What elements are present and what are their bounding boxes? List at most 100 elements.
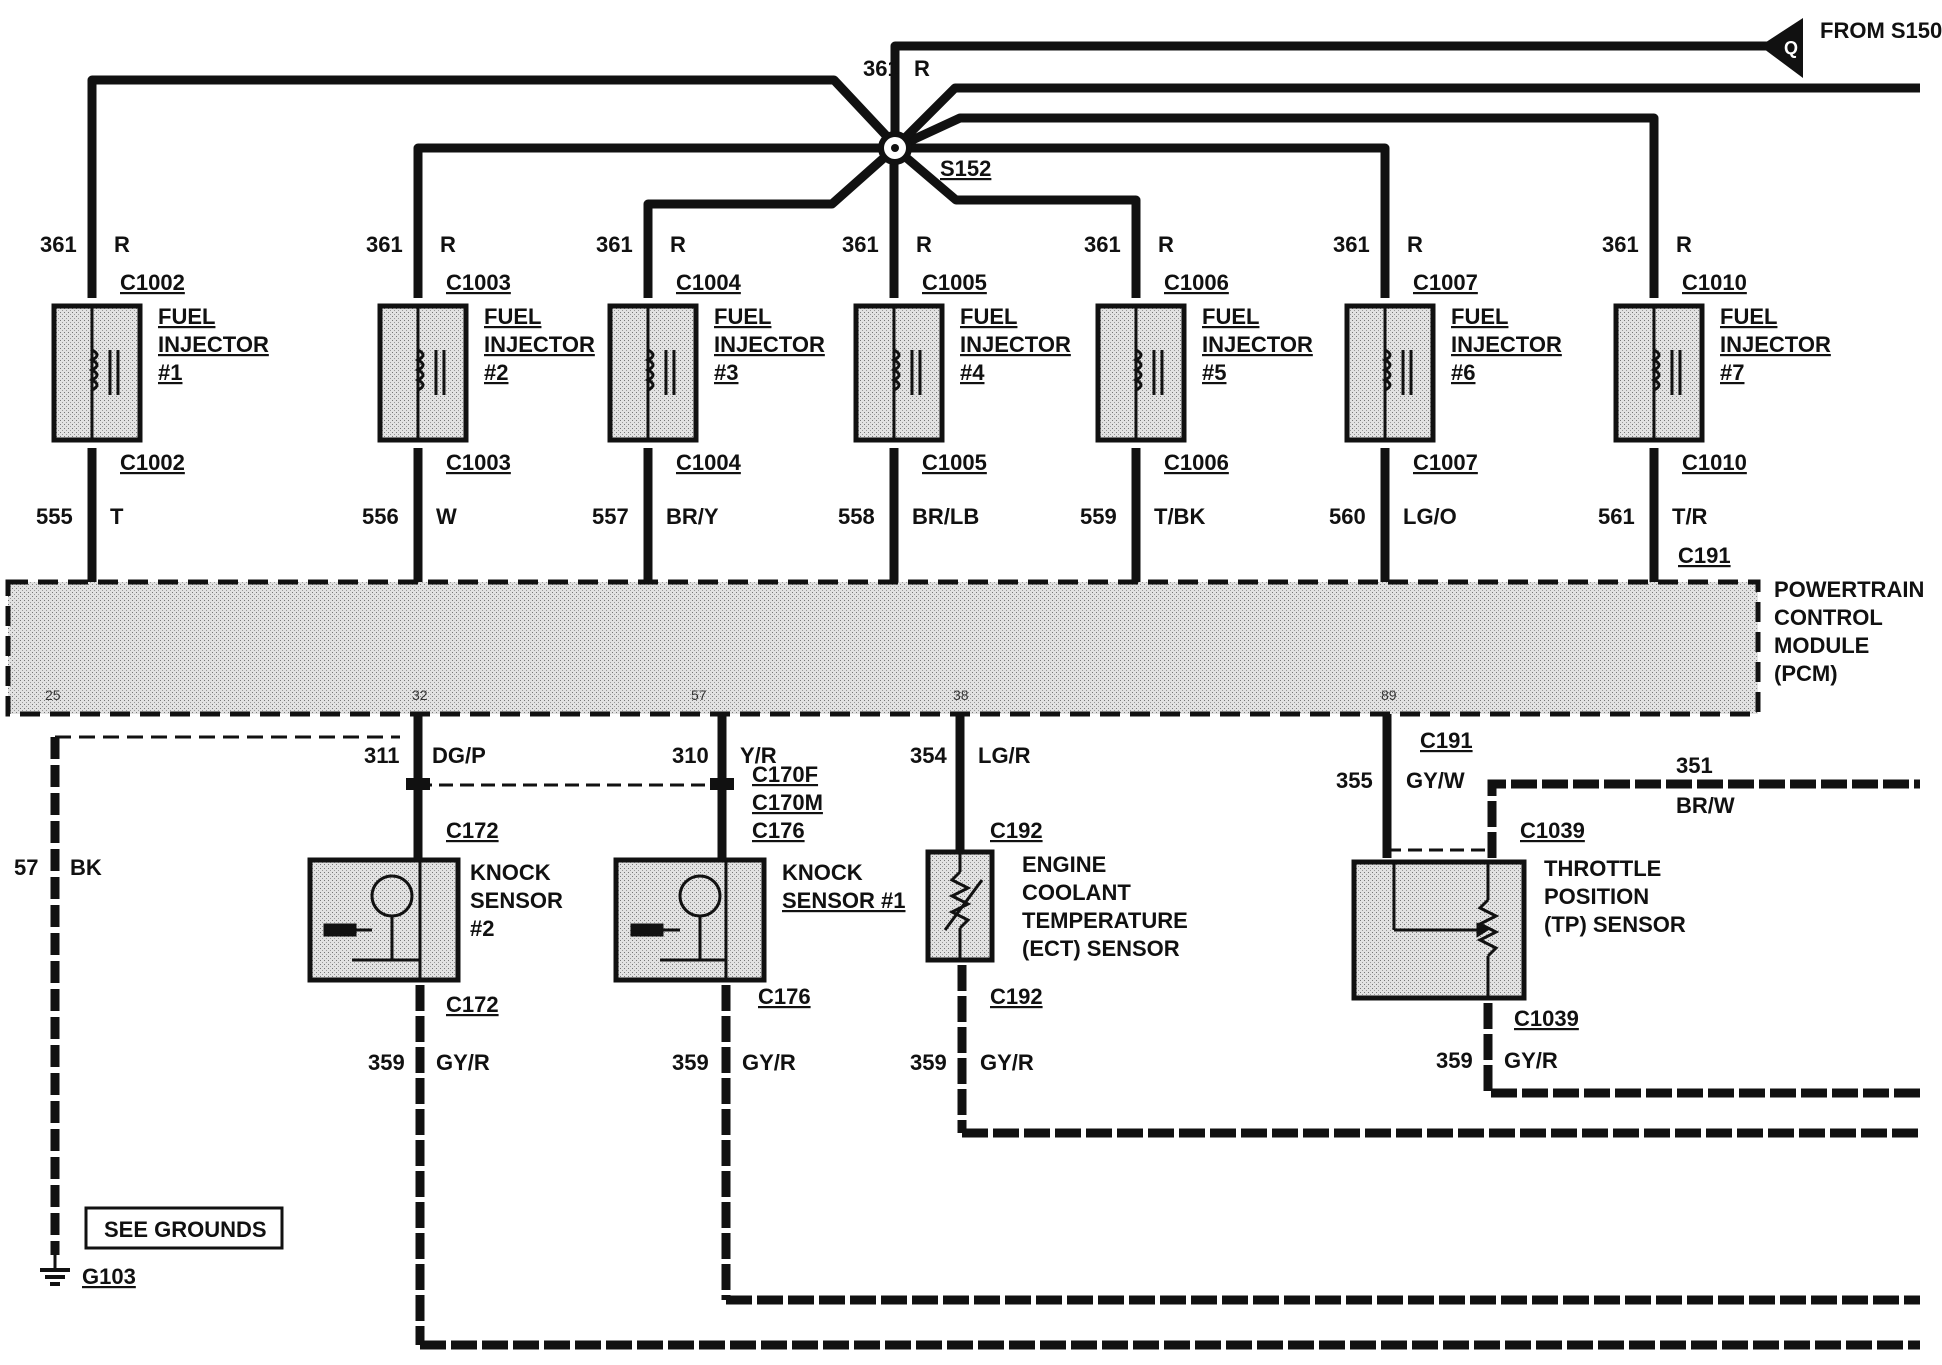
source-connector: Q FROM S150 (1760, 18, 1942, 78)
tp-circuit: 355 (1336, 768, 1373, 793)
knock2-name-3: #2 (470, 916, 494, 941)
ect-color: LG/R (978, 743, 1031, 768)
injector-circuit-in: 361 (596, 232, 633, 257)
injector-number: #4 (960, 360, 985, 385)
knock1-ret-circuit: 359 (672, 1050, 709, 1075)
injector-connector-top: C1007 (1413, 270, 1478, 295)
ect-ret-color: GY/R (980, 1050, 1034, 1075)
knock1-ret-connector: C176 (758, 984, 811, 1009)
injector-number: #5 (1202, 360, 1226, 385)
injector-connector-bottom: C1002 (120, 450, 185, 475)
coil-icon (1132, 348, 1143, 392)
knock2-circuit: 311 (364, 743, 400, 768)
ect-circuit: 354 (910, 743, 947, 768)
see-grounds-box (84, 1206, 284, 1250)
pcm-pin-bottom: 38 (953, 687, 969, 703)
tp-sensor: C191 355 GY/W 351 BR/W C1039 THROTTLE PO… (1336, 714, 1920, 1098)
tp-connector: C1039 (1520, 818, 1585, 843)
tp-ret-color: GY/R (1504, 1048, 1558, 1073)
wire-361-inj3 (643, 144, 898, 298)
injector-color-out: LG/O (1403, 504, 1457, 529)
pcm-name-4: (PCM) (1774, 661, 1838, 686)
injector-circuit-out: 560 (1329, 504, 1366, 529)
injector-connector-top: C1006 (1164, 270, 1229, 295)
injector-circuit-out: 557 (592, 504, 629, 529)
pcm-module: C191 POWERTRAIN CONTROL MODULE (PCM) 25 … (5, 543, 1924, 717)
knock2-ret-color: GY/R (436, 1050, 490, 1075)
feed-wires (87, 41, 1920, 298)
injector-color-in: R (114, 232, 130, 257)
injector-color-in: R (916, 232, 932, 257)
injector-connector-top: C1002 (120, 270, 185, 295)
tp-color: GY/W (1406, 768, 1465, 793)
injector-number: #6 (1451, 360, 1475, 385)
knock1-color: Y/R (740, 743, 777, 768)
coil-icon (88, 348, 99, 392)
knock2-name-1: KNOCK (470, 860, 551, 885)
coil-icon (414, 348, 425, 392)
knock2-color: DG/P (432, 743, 486, 768)
ect-name-1: ENGINE (1022, 852, 1106, 877)
splice-s152: 361 R S152 (863, 56, 991, 181)
pcm-pin-bottom: 57 (691, 687, 707, 703)
injector-connector-bottom: C1004 (676, 450, 742, 475)
knock1-connector: C176 (752, 818, 805, 843)
knock2-ret-circuit: 359 (368, 1050, 405, 1075)
injector-number: #1 (158, 360, 182, 385)
ground-circuit-num: 57 (14, 855, 38, 880)
coil-icon (890, 348, 901, 392)
ect-sensor: 354 LG/R C192 ENGINE COOLANT TEMPERATURE… (910, 714, 1920, 1138)
injector-color-in: R (1158, 232, 1174, 257)
source-connector-label: Q (1784, 38, 1798, 58)
injector-color-out: BR/Y (666, 504, 719, 529)
injector-circuit-in: 361 (842, 232, 879, 257)
injector-connector-bottom: C1005 (922, 450, 987, 475)
thermistor-icon (943, 852, 984, 960)
injector-color-out: BR/LB (912, 504, 979, 529)
pcm-name-2: CONTROL (1774, 605, 1883, 630)
injector-color-out: W (436, 504, 457, 529)
injector-name-2: INJECTOR (484, 332, 595, 357)
ground-circuit: 57 BK G103 SEE GROUNDS (14, 735, 400, 1289)
injector-number: #7 (1720, 360, 1744, 385)
injector-circuit-out: 558 (838, 504, 875, 529)
tp-pcm-connector: C191 (1420, 728, 1473, 753)
injector-connector-top: C1003 (446, 270, 511, 295)
injector-circuit-out: 561 (1598, 504, 1635, 529)
ect-ret-connector: C192 (990, 984, 1043, 1009)
knock2-ret-connector: C172 (446, 992, 499, 1017)
ect-name-3: TEMPERATURE (1022, 908, 1188, 933)
coil-icon (1650, 348, 1661, 392)
injector-name-2: INJECTOR (1202, 332, 1313, 357)
knock1-circuit: 310 (672, 743, 709, 768)
injector-name-2: INJECTOR (960, 332, 1071, 357)
injector-circuit-in: 361 (1084, 232, 1121, 257)
injector-number: #3 (714, 360, 738, 385)
pcm-pin-bottom: 89 (1381, 687, 1397, 703)
ect-connector: C192 (990, 818, 1043, 843)
knock1-inline-f: C170F (752, 762, 818, 787)
injector-color-in: R (440, 232, 456, 257)
injector-number: #2 (484, 360, 508, 385)
ground-icon (40, 1255, 70, 1286)
ground-id: G103 (82, 1264, 136, 1289)
injector-circuit-in: 361 (1602, 232, 1639, 257)
injector-name-1: FUEL (1720, 304, 1777, 329)
coil-icon (1381, 348, 1392, 392)
tp-ret-circuit: 359 (1436, 1048, 1473, 1073)
tp-name-2: POSITION (1544, 884, 1649, 909)
injector-name-2: INJECTOR (1720, 332, 1831, 357)
splice-color: R (914, 56, 930, 81)
tp-ret-connector: C1039 (1514, 1006, 1579, 1031)
injector-color-out: T/BK (1154, 504, 1205, 529)
injector-connector-bottom: C1003 (446, 450, 511, 475)
wire-361-inj7 (893, 113, 1659, 298)
see-grounds-note: SEE GROUNDS (104, 1217, 267, 1242)
